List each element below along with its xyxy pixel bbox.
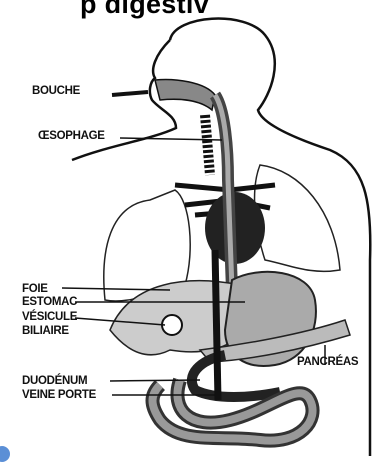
pointer-bouche bbox=[112, 92, 148, 95]
right-lung bbox=[255, 165, 340, 271]
mouth-cavity bbox=[155, 80, 215, 110]
label-biliaire: BILIAIRE bbox=[22, 325, 69, 337]
label-estomac: ESTOMAC bbox=[22, 296, 77, 308]
portal-vein bbox=[215, 250, 218, 400]
label-vesicule: VÉSICULE bbox=[22, 311, 77, 323]
corner-decoration bbox=[0, 446, 10, 462]
label-veine-porte: VEINE PORTE bbox=[22, 389, 96, 401]
label-foie: FOIE bbox=[22, 283, 48, 295]
label-oesophage: ŒSOPHAGE bbox=[38, 130, 105, 142]
pointer-duodenum bbox=[110, 380, 200, 381]
label-pancreas: PANCRÉAS bbox=[297, 356, 358, 368]
pointer-oesophage bbox=[120, 138, 222, 140]
label-duodenum: DUODÉNUM bbox=[22, 375, 87, 387]
trachea bbox=[205, 115, 210, 175]
label-bouche: BOUCHE bbox=[32, 85, 80, 97]
